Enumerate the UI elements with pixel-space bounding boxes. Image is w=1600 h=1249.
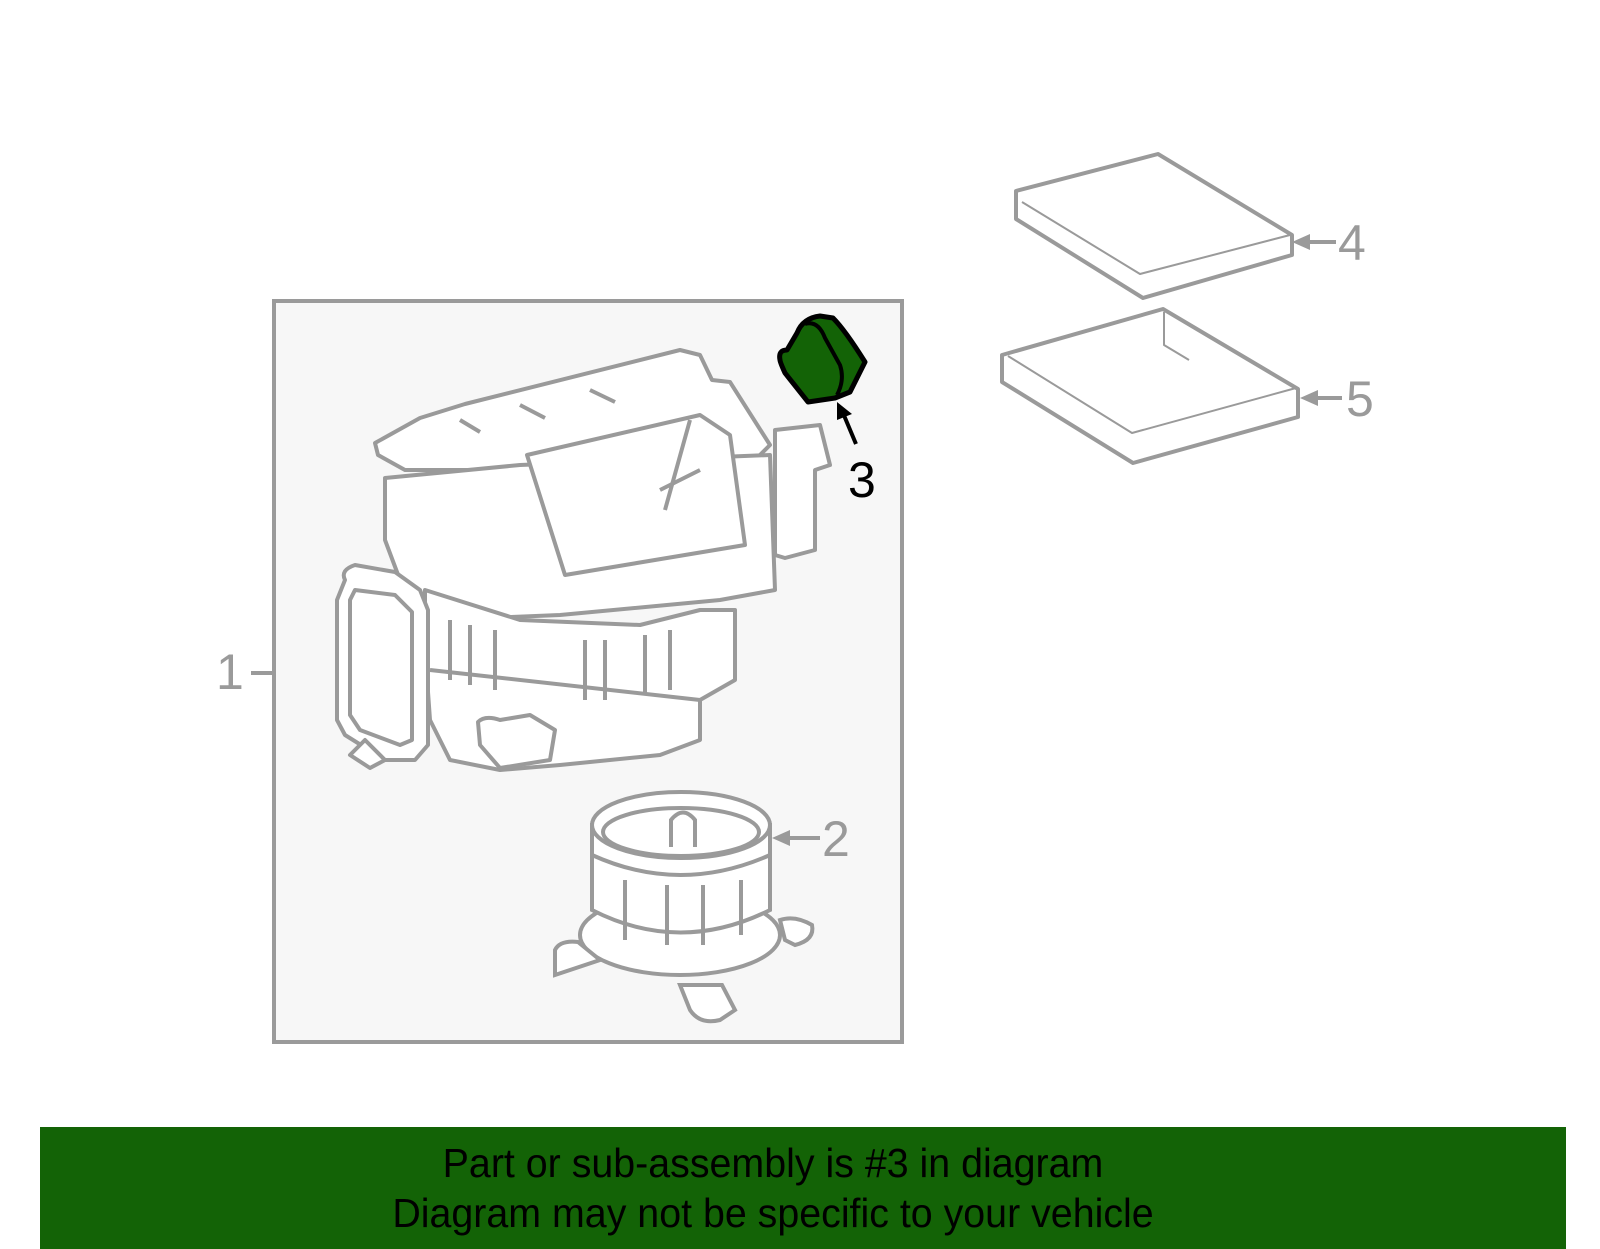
callout-number-3: 3 (848, 452, 876, 508)
callout-number-2: 2 (822, 811, 850, 867)
callout-number-1: 1 (216, 644, 244, 700)
cabin-filter-lower-drawing (1000, 307, 1300, 465)
callout-5-arrowhead (1300, 390, 1318, 406)
resistor-highlighted-part (777, 313, 868, 405)
blower-housing-drawing (335, 348, 832, 772)
callout-3-leader (841, 412, 858, 445)
info-banner: Part or sub-assembly is #3 in diagram Di… (40, 1127, 1566, 1249)
callout-3-arrowhead (837, 402, 852, 420)
callout-number-4: 4 (1338, 215, 1366, 271)
banner-line-disclaimer: Diagram may not be specific to your vehi… (392, 1190, 1154, 1236)
banner-line-part-number: Part or sub-assembly is #3 in diagram (442, 1140, 1104, 1186)
blower-motor-drawing (553, 790, 815, 1024)
cabin-filter-upper-drawing (1014, 152, 1294, 300)
callout-4-arrowhead (1292, 234, 1310, 250)
callout-2-arrowhead (772, 830, 790, 846)
callout-number-5: 5 (1346, 371, 1374, 427)
